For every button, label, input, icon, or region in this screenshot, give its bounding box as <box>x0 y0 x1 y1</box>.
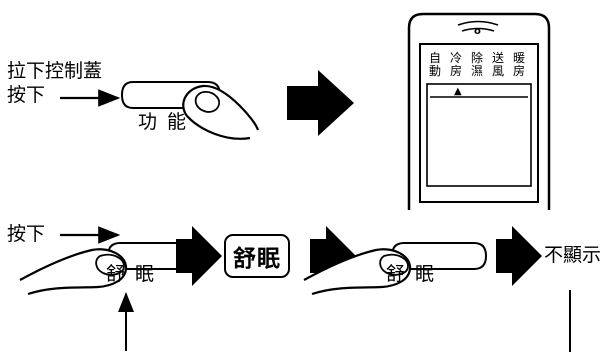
remote-control <box>407 12 551 210</box>
mode-cool: 冷房 <box>449 51 462 78</box>
sleep-display-badge: 舒眠 <box>224 234 290 278</box>
big-arrow-2 <box>176 226 222 286</box>
mode-auto: 自動 <box>428 51 441 78</box>
mode-heat: 暖房 <box>512 51 525 78</box>
instruction-open-cover: 拉下控制蓋 <box>7 60 103 82</box>
mode-dry: 除濕 <box>470 51 483 78</box>
sleep-button-2-label: 舒 眠 <box>386 263 437 285</box>
finger-icon <box>182 84 260 140</box>
mode-indicator-icon: ▲ <box>454 86 462 97</box>
result-not-displayed: 不顯示 <box>544 244 602 266</box>
finger-icon-sleep <box>19 248 128 296</box>
big-arrow-1 <box>287 70 354 136</box>
instruction-press: 按下 <box>7 84 46 106</box>
function-button-label: 功 能 <box>138 111 189 133</box>
mode-fan: 送風 <box>491 51 504 78</box>
big-arrow-4 <box>496 226 542 286</box>
instruction-press-sleep: 按下 <box>7 223 46 245</box>
finger-icon-sleep-2 <box>303 248 412 296</box>
remote-top-symbol: o <box>474 26 481 37</box>
sleep-button-label: 舒 眠 <box>106 263 157 285</box>
